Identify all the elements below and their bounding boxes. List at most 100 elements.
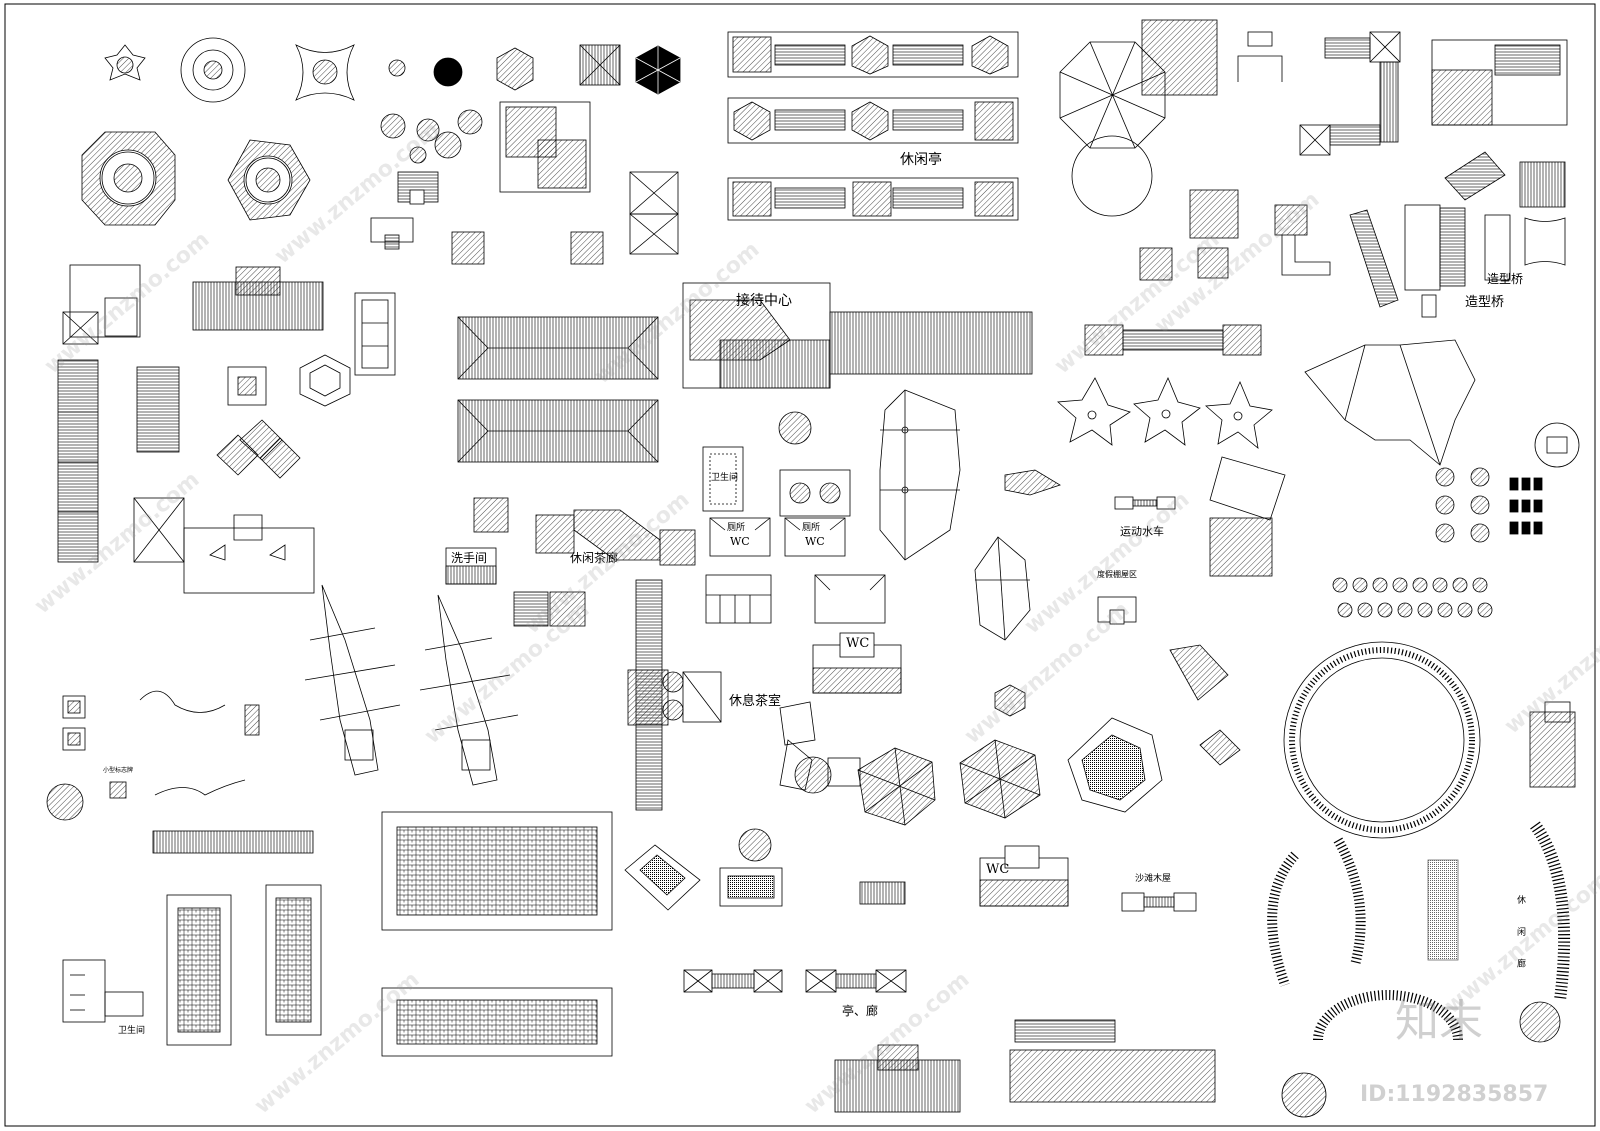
label-toilet-1: 厕所 [727, 523, 746, 533]
tilted-square-roof [1209, 456, 1286, 577]
small-hut-1 [397, 171, 439, 205]
stairs-diagonal-2 [1349, 209, 1399, 308]
small-hut-2 [370, 217, 414, 250]
pavilion-corridor-2 [805, 969, 907, 993]
hex-pavilion-large [1067, 717, 1163, 813]
villa-right [1529, 701, 1576, 788]
tree-symbol-1 [388, 59, 406, 77]
leisure-pavilion-row-3 [727, 177, 1019, 221]
restroom-plan [62, 959, 144, 1023]
umbrella-on-box [719, 828, 783, 907]
l-pavilion-right [1274, 204, 1331, 276]
hex-pavilion-small [496, 47, 534, 91]
label-wc-2: WC [805, 535, 825, 548]
square-roof-5 [1189, 189, 1239, 239]
hex-umbrella-large-2 [959, 739, 1041, 819]
label-shaped-bridge-1: 造型桥 [1487, 272, 1524, 286]
mid-hatched-roof [136, 366, 180, 453]
curved-path-3 [1530, 821, 1571, 1001]
star-canopy-1 [1057, 377, 1131, 446]
corridor-with-pavilions [1084, 324, 1262, 356]
tall-hatched-roof [57, 359, 99, 563]
umbrella-rows [1332, 577, 1493, 618]
label-leisure-tea-corridor: 休闲茶廊 [570, 551, 619, 565]
shaped-bridge-2 [1519, 161, 1566, 266]
label-wc-1: WC [730, 535, 750, 548]
curved-path-2 [1333, 837, 1366, 967]
washroom-box [445, 547, 497, 585]
umbrella-plan-2 [180, 37, 246, 103]
label-restroom-1: 卫生间 [711, 473, 739, 483]
label-beach-hut: 沙滩木屋 [1135, 874, 1172, 884]
shaped-bridge-1 [1404, 204, 1511, 291]
small-dark-roof [859, 881, 906, 905]
rest-corridor-vertical [1427, 859, 1459, 961]
small-post [1421, 294, 1437, 318]
label-wc-3: WC [846, 636, 870, 651]
label-leisure-pavilion: 休闲亭 [900, 152, 942, 168]
star-pavilion [295, 44, 355, 101]
label-wc-4: WC [986, 862, 1010, 877]
label-small-note: 小型标志牌 [103, 767, 134, 774]
square-roof-3 [570, 231, 604, 265]
hex-pavilion-dark [635, 45, 681, 95]
tea-room-cluster [779, 701, 861, 794]
umbrella-plan-1 [104, 44, 146, 81]
double-square-roof [499, 101, 591, 193]
long-roof-thin [152, 830, 314, 854]
long-roof-2 [457, 399, 659, 463]
tree-symbol-2 [433, 57, 463, 87]
hex-pavilion-tiny [994, 684, 1026, 717]
resort-hut [1097, 596, 1137, 625]
tall-tile-roof-1 [166, 894, 232, 1046]
label-reception-center: 接待中心 [736, 293, 792, 309]
long-roof-1 [457, 316, 659, 380]
label-sports-waterwheel: 运动水车 [1120, 525, 1164, 538]
pavilion-corridor-1 [683, 969, 783, 993]
round-pavilion-right [1534, 422, 1580, 468]
square-frame-pavilion [227, 366, 267, 406]
watermark-id: ID:1192835857 [1360, 1082, 1549, 1107]
large-tile-roof-1 [381, 811, 613, 931]
waterwheel [1114, 496, 1176, 510]
toilet-box-2 [784, 517, 846, 557]
tea-corridor-roof [535, 509, 696, 566]
label-rest-tea-room: 休息茶室 [729, 694, 782, 709]
boat-plan-2 [419, 594, 519, 786]
umbrella-row-box [779, 469, 851, 517]
stairs-diagonal-1 [1444, 151, 1506, 201]
small-house-center [1004, 469, 1061, 496]
small-pavilion-icons [46, 695, 260, 821]
wc-building-2 [979, 845, 1069, 907]
shed-roof-2 [814, 574, 886, 624]
tall-tile-roof-2 [265, 884, 322, 1036]
wc-building-1 [812, 632, 902, 694]
reception-center-roof [682, 282, 1033, 389]
label-restroom-2: 卫生间 [118, 1026, 146, 1036]
label-toilet-2: 厕所 [802, 523, 821, 533]
square-roof-4 [473, 497, 509, 533]
hex-umbrella-large-1 [857, 747, 936, 826]
umbrella-grid [1435, 467, 1490, 543]
tent-structure-tall [879, 389, 961, 561]
label-resort-hut: 度假棚屋区 [1097, 570, 1137, 579]
star-canopy-3 [1205, 380, 1273, 449]
round-pavilion-bottom [1281, 1072, 1327, 1118]
round-pavilion-small [778, 411, 812, 445]
semicircle-boardwalk [1313, 990, 1561, 1043]
bottom-hatched-roof [834, 1044, 961, 1113]
large-tile-roof-2 [381, 987, 613, 1057]
big-hatched-roof [192, 266, 324, 331]
rosette-pavilion-2 [227, 139, 311, 221]
leisure-pavilion-row-2 [727, 97, 1019, 144]
small-gate [1237, 31, 1283, 82]
l-shaped-corridor [1299, 31, 1401, 156]
tree-cluster [380, 109, 483, 164]
bottom-corridor [1009, 1019, 1216, 1103]
diamond-roof-1 [1169, 644, 1229, 701]
triple-diamond-roofs [216, 419, 301, 479]
square-roof-2 [451, 231, 485, 265]
watermark-logo: 知末 [1395, 996, 1483, 1047]
label-pavilion-corridor: 亭、廊 [842, 1004, 879, 1018]
boat-plan-1 [304, 584, 401, 776]
